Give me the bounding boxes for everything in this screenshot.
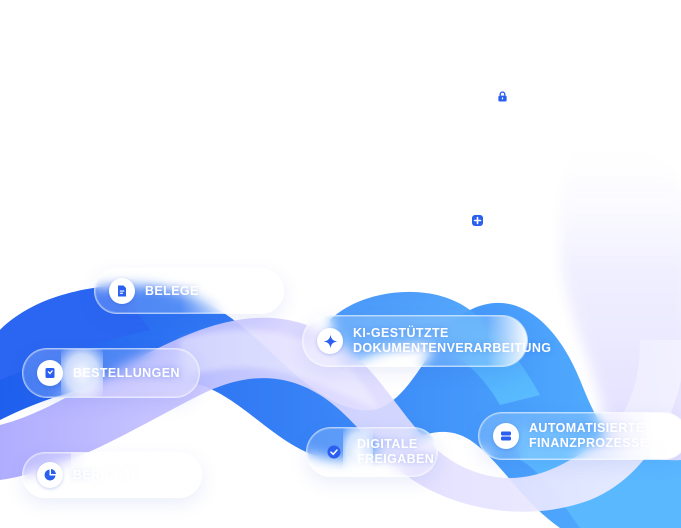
ribbon-lavender-glow — [180, 329, 380, 410]
feature-label-automatisierte: AUTOMATISIERTE FINANZPROZESSE — [529, 421, 649, 450]
feature-pill-berichte: BERICHTE — [22, 452, 202, 498]
feature-pill-bestellungen: BESTELLUNGEN — [22, 348, 200, 398]
sparkle-icon — [317, 328, 343, 354]
feature-label-ki: KI-GESTÜTZTE DOKUMENTENVERARBEITUNG — [353, 326, 552, 355]
lock-icon — [496, 90, 508, 102]
feature-label-bestellungen: BESTELLUNGEN — [73, 365, 180, 380]
document-icon — [109, 278, 135, 304]
check-icon — [321, 439, 347, 465]
feature-label-belege: BELEGE — [145, 283, 199, 298]
feature-label-digitale: DIGITALE FREIGABEN — [357, 437, 435, 466]
feature-pill-ki: KI-GESTÜTZTE DOKUMENTENVERARBEITUNG — [302, 315, 551, 367]
feature-pill-digitale: DIGITALE FREIGABEN — [306, 427, 438, 477]
plus-icon — [472, 215, 483, 226]
bookmark-icon — [37, 360, 63, 386]
feature-label-berichte: BERICHTE — [73, 467, 141, 482]
feature-pill-automatisierte: AUTOMATISIERTE FINANZPROZESSE — [478, 412, 681, 460]
pie-chart-icon — [37, 462, 63, 488]
database-icon — [493, 423, 519, 449]
feature-pill-belege: BELEGE — [94, 268, 284, 314]
